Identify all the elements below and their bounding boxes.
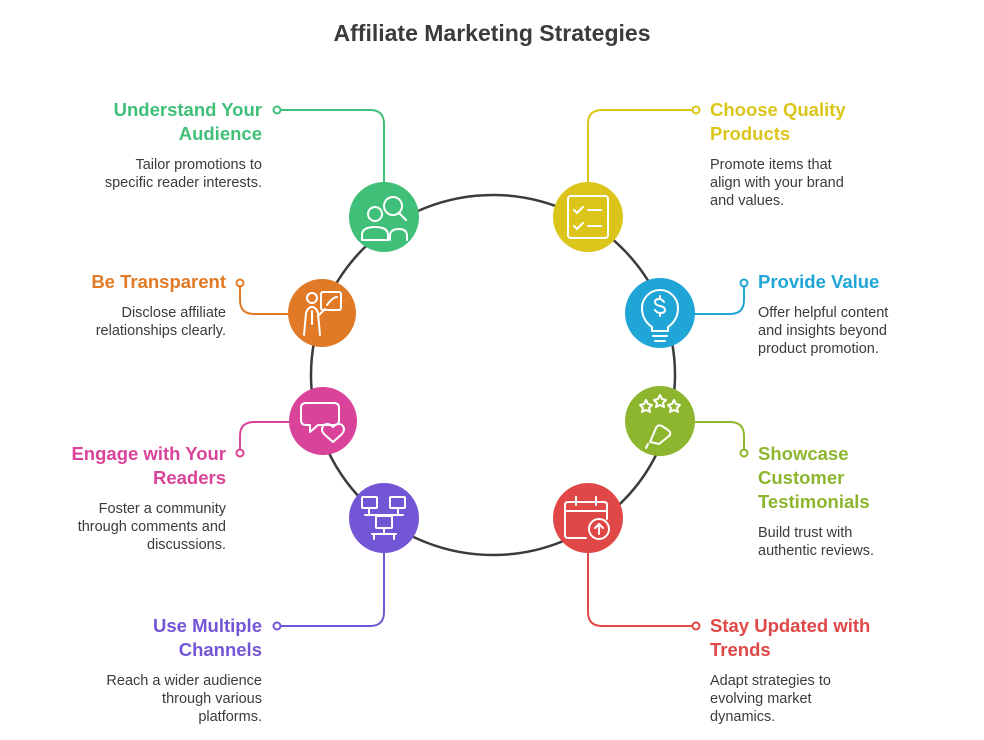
strategy-heading: Stay Updated with Trends — [710, 615, 871, 660]
connector-trends — [587, 552, 693, 627]
strategy-heading: Showcase Customer Testimonials — [758, 443, 870, 512]
strategy-heading: Engage with Your Readers — [71, 443, 226, 488]
strategy-customer-testimonials: Showcase Customer Testimonials Build tru… — [758, 442, 908, 560]
checklist-icon — [567, 195, 609, 239]
strategy-heading: Understand Your Audience — [113, 99, 262, 144]
quality-node — [553, 182, 623, 252]
strategy-description: Foster a community through comments and … — [77, 501, 226, 553]
connector-channels — [280, 552, 385, 627]
connector-audience — [280, 109, 385, 184]
strategy-engage-readers: Engage with Your Readers Foster a commun… — [40, 442, 226, 554]
strategy-updated-trends: Stay Updated with Trends Adapt strategie… — [710, 614, 890, 726]
connector-value — [694, 286, 745, 315]
lightbulb-dollar-icon — [641, 289, 679, 342]
strategy-description: Promote items that align with your brand… — [710, 157, 844, 209]
audience-node — [349, 182, 419, 252]
presentation-icon — [303, 291, 342, 336]
connector-dot — [272, 621, 282, 631]
transparent-node — [288, 279, 356, 347]
connector-dot — [235, 278, 245, 288]
strategy-description: Disclose affiliate relationships clearly… — [95, 305, 226, 339]
strategy-heading: Provide Value — [758, 271, 880, 292]
page-title: Affiliate Marketing Strategies — [333, 20, 651, 46]
calendar-upload-icon — [564, 496, 610, 540]
strategy-heading: Be Transparent — [91, 271, 226, 292]
network-icon — [361, 496, 406, 540]
stars-hand-icon — [639, 394, 681, 449]
strategy-heading: Use Multiple Channels — [153, 615, 262, 660]
connector-dot — [272, 105, 282, 115]
channels-node — [349, 483, 419, 553]
audience-icon — [361, 196, 408, 241]
trends-node — [553, 483, 623, 553]
strategy-description: Adapt strategies to evolving market dyna… — [710, 673, 831, 725]
strategy-provide-value: Provide Value Offer helpful content and … — [758, 270, 948, 358]
strategy-description: Tailor promotions to specific reader int… — [104, 157, 262, 191]
center-ring — [309, 193, 677, 557]
strategy-description: Reach a wider audience through various p… — [106, 673, 262, 725]
connector-testimonials — [694, 421, 745, 450]
strategy-quality-products: Choose Quality Products Promote items th… — [710, 98, 880, 210]
connector-dot — [235, 448, 245, 458]
value-node — [625, 278, 695, 348]
testimonials-node — [625, 386, 695, 456]
strategy-description: Offer helpful content and insights beyon… — [758, 305, 889, 357]
connector-dot — [739, 278, 749, 288]
connector-transparent — [239, 286, 289, 315]
strategy-understand-audience: Understand Your Audience Tailor promotio… — [40, 98, 262, 192]
connector-quality — [587, 109, 693, 184]
connector-dot — [739, 448, 749, 458]
strategy-multiple-channels: Use Multiple Channels Reach a wider audi… — [40, 614, 262, 726]
connector-dot — [691, 105, 701, 115]
chat-heart-icon — [300, 402, 345, 443]
strategy-description: Build trust with authentic reviews. — [758, 525, 875, 559]
connector-dot — [691, 621, 701, 631]
engage-node — [289, 387, 357, 455]
strategy-heading: Choose Quality Products — [710, 99, 846, 144]
strategy-be-transparent: Be Transparent Disclose affiliate relati… — [40, 270, 226, 340]
connector-engage — [239, 421, 289, 450]
